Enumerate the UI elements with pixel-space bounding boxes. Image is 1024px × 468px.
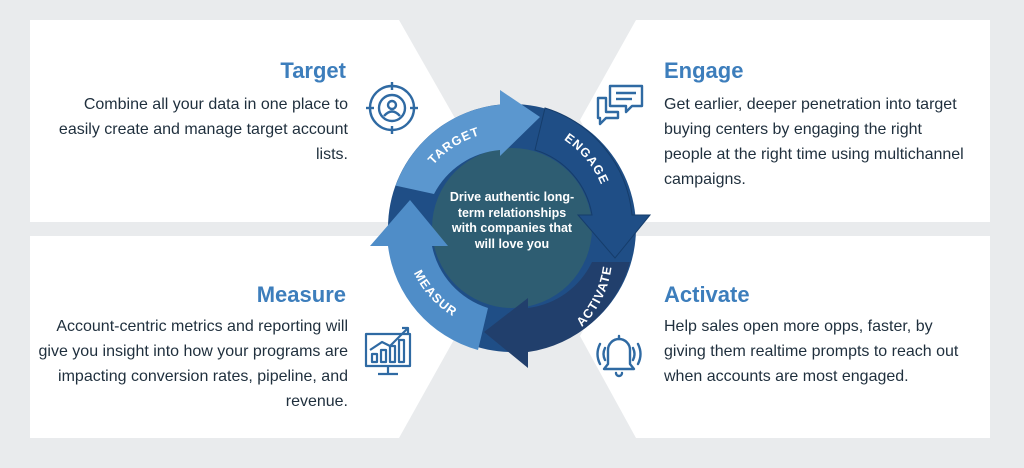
arrow-measure bbox=[370, 200, 488, 350]
panel-target bbox=[30, 20, 456, 222]
measure-title: Measure bbox=[256, 282, 346, 307]
arrow-engage bbox=[534, 107, 652, 259]
arrow-activate bbox=[484, 262, 630, 368]
target-user-icon bbox=[366, 82, 418, 134]
bell-alert-icon bbox=[596, 334, 642, 378]
engage-description: Get earlier, deeper penetration into tar… bbox=[664, 96, 964, 188]
cycle-diagram: TARGET ENGAGE ACTIVATE MEASURE bbox=[368, 84, 652, 368]
activate-title: Activate bbox=[664, 282, 750, 307]
measure-description: Account-centric metrics and reporting wi… bbox=[38, 318, 349, 410]
engage-title: Engage bbox=[664, 58, 744, 83]
target-description: Combine all your data in one place to ea… bbox=[58, 96, 348, 163]
activate-description: Help sales open more opps, faster, by gi… bbox=[664, 318, 959, 385]
target-title: Target bbox=[280, 58, 346, 83]
chat-bubbles-icon bbox=[596, 84, 644, 126]
cycle-center bbox=[432, 148, 592, 308]
arrow-target bbox=[395, 90, 540, 194]
center-text: Drive authentic long-term relationships … bbox=[449, 190, 575, 251]
chart-monitor-icon bbox=[364, 326, 412, 376]
panel-engage bbox=[580, 20, 990, 222]
panel-activate bbox=[580, 236, 990, 438]
panel-measure bbox=[30, 236, 456, 438]
